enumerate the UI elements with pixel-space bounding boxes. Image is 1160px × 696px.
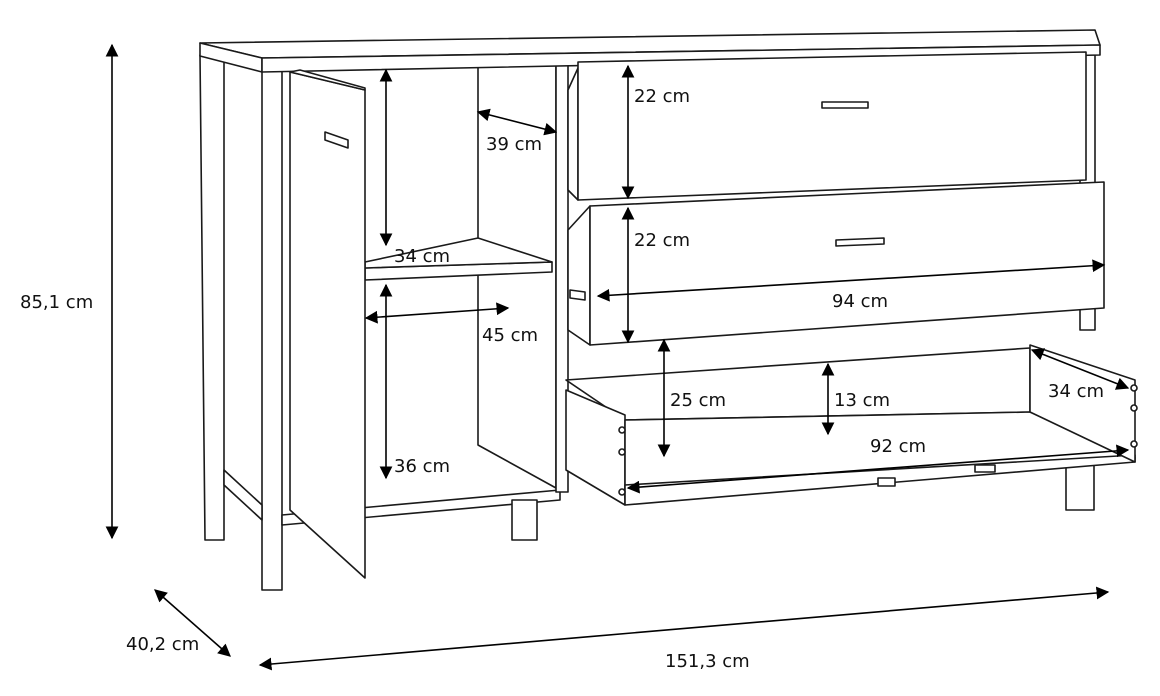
drawer1-height-label: 22 cm [634, 86, 691, 107]
drawer-middle [567, 181, 1105, 346]
drawer3-inner-width-label: 92 cm [870, 436, 927, 457]
drawer-top [567, 51, 1087, 201]
drawer-handle [821, 101, 869, 109]
drawer2-height-label: 22 cm [634, 230, 691, 251]
carcass [199, 29, 1101, 591]
dimension-lines [105, 43, 1130, 671]
drawer-handle [835, 237, 885, 247]
height-total-label: 85,1 cm [20, 292, 94, 313]
drawer-bottom-open [565, 344, 1138, 506]
compartment-width-label: 45 cm [482, 325, 539, 346]
drawer3-front-height-label: 25 cm [670, 390, 727, 411]
drawer3-inner-height-label: 13 cm [834, 390, 891, 411]
depth-total-label: 40,2 cm [126, 634, 200, 655]
width-total-label: 151,3 cm [665, 651, 750, 672]
lower-compartment-height-label: 36 cm [394, 456, 451, 477]
open-door [289, 69, 366, 579]
drawer-width-label: 94 cm [832, 291, 889, 312]
upper-compartment-height-label: 34 cm [394, 246, 451, 267]
drawer3-depth-label: 34 cm [1048, 381, 1105, 402]
shelf-depth-label: 39 cm [486, 134, 543, 155]
door-handle [324, 131, 349, 149]
